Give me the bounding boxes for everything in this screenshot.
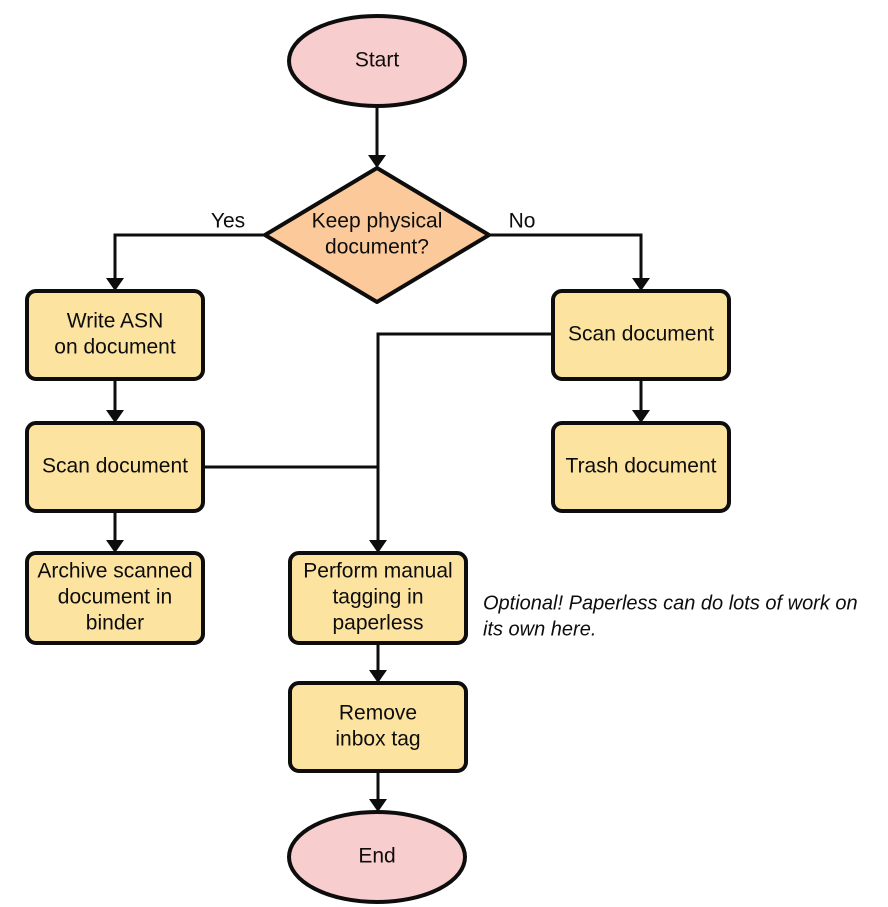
edge-decision-no-to-scan-right: No <box>489 210 650 291</box>
edge-path <box>376 332 553 547</box>
process-shape[interactable] <box>288 681 468 773</box>
arrowhead-icon <box>369 540 387 553</box>
node-label: binder <box>86 612 144 635</box>
process-shape[interactable] <box>25 421 205 513</box>
node-label: Remove <box>339 702 417 725</box>
node-label: Keep physical <box>312 210 443 233</box>
process-shape[interactable] <box>25 551 205 645</box>
node-write-asn[interactable]: Write ASN on document <box>25 289 205 381</box>
node-label: End <box>358 845 395 868</box>
node-label: tagging in <box>332 586 423 609</box>
process-shape[interactable] <box>551 289 731 381</box>
arrowhead-icon <box>369 670 387 683</box>
edge-start-to-decision <box>368 106 386 168</box>
edge-path <box>489 233 643 285</box>
node-label: inbox tag <box>335 728 420 751</box>
node-start[interactable]: Start <box>287 14 467 108</box>
annotations-layer: Optional! Paperless can do lots of work … <box>483 592 858 640</box>
edge-label-decision-yes-to-write-asn: Yes <box>211 210 245 233</box>
node-keep-physical[interactable]: Keep physical document? <box>263 166 491 304</box>
node-label: on document <box>54 336 176 359</box>
arrowhead-icon <box>632 278 650 291</box>
arrowhead-icon <box>106 278 124 291</box>
terminator-shape[interactable] <box>287 810 467 904</box>
node-label: Scan document <box>568 323 714 346</box>
node-label: document? <box>325 236 429 259</box>
node-label: paperless <box>332 612 423 635</box>
node-archive-binder[interactable]: Archive scanned document in binder <box>25 551 205 645</box>
node-scan-right[interactable]: Scan document <box>551 289 731 381</box>
node-label: Write ASN <box>67 310 163 333</box>
arrowhead-icon <box>632 410 650 423</box>
edge-write-asn-to-scan-left <box>106 379 124 423</box>
node-label: Start <box>355 49 400 72</box>
annotation-line: Optional! Paperless can do lots of work … <box>483 592 858 614</box>
node-label: Perform manual <box>303 560 452 583</box>
process-shape[interactable] <box>25 289 205 381</box>
node-end[interactable]: End <box>287 810 467 904</box>
node-label: Scan document <box>42 455 188 478</box>
edge-manual-tagging-to-remove-inbox-tag <box>369 643 387 683</box>
node-label: document in <box>58 586 172 609</box>
terminator-shape[interactable] <box>287 14 467 108</box>
edge-path <box>113 233 265 285</box>
node-label: Trash document <box>566 455 717 478</box>
node-scan-left[interactable]: Scan document <box>25 421 205 513</box>
edge-scan-left-to-archive <box>106 511 124 553</box>
edge-scan-right-to-manual-tagging <box>369 332 553 553</box>
process-shape[interactable] <box>288 551 468 645</box>
annotation-line: its own here. <box>483 618 596 640</box>
arrowhead-icon <box>106 410 124 423</box>
node-manual-tagging[interactable]: Perform manual tagging in paperless <box>288 551 468 645</box>
edge-label-decision-no-to-scan-right: No <box>509 210 536 233</box>
node-label: Archive scanned <box>37 560 192 583</box>
edge-scan-right-to-trash <box>632 379 650 423</box>
arrowhead-icon <box>106 540 124 553</box>
arrowhead-icon <box>368 155 386 168</box>
annotation-optional-note: Optional! Paperless can do lots of work … <box>483 592 858 640</box>
process-shape[interactable] <box>551 421 731 513</box>
node-trash[interactable]: Trash document <box>551 421 731 513</box>
node-remove-inbox-tag[interactable]: Remove inbox tag <box>288 681 468 773</box>
edges-layer: Yes No <box>106 106 650 812</box>
edge-decision-yes-to-write-asn: Yes <box>106 210 265 291</box>
arrowhead-icon <box>369 799 387 812</box>
edge-remove-inbox-tag-to-end <box>369 771 387 812</box>
decision-shape[interactable] <box>263 166 491 304</box>
